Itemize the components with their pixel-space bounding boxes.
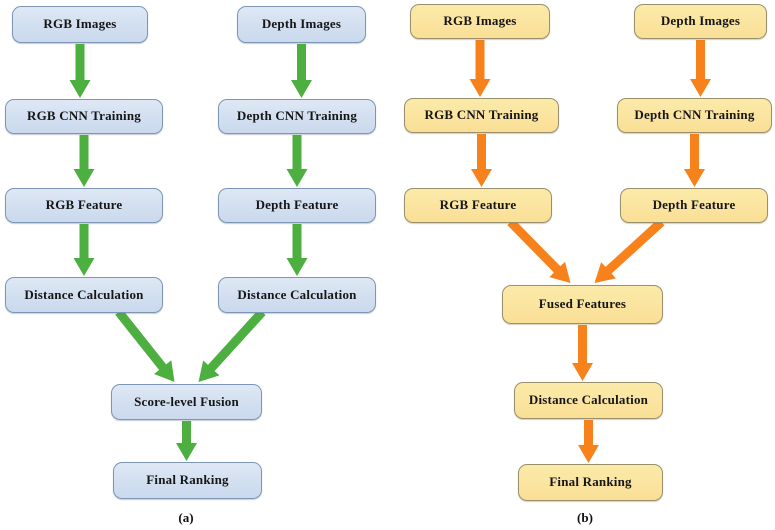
node-label: RGB CNN Training xyxy=(424,107,539,123)
node-label: Depth CNN Training xyxy=(236,108,358,124)
node-label: Final Ranking xyxy=(549,474,632,490)
arrow-a-dist-left-to-a-fusion xyxy=(115,309,175,382)
node-label: Depth Feature xyxy=(255,197,339,213)
arrow-a-depth-feature-to-a-dist-right xyxy=(286,224,308,276)
node-label: Distance Calculation xyxy=(237,286,357,302)
node-b-depth-cnn-training[interactable]: Depth CNN Training xyxy=(617,98,772,133)
arrow-b-depth-cnn-to-b-depth-feature xyxy=(684,134,705,187)
node-a-rgb-cnn-training[interactable]: RGB CNN Training xyxy=(5,99,163,134)
node-a-distance-calculation-right[interactable]: Distance Calculation xyxy=(218,277,376,313)
node-label: RGB CNN Training xyxy=(27,108,141,124)
node-b-distance-calculation[interactable]: Distance Calculation xyxy=(514,382,663,419)
node-b-depth-images[interactable]: Depth Images xyxy=(634,4,767,39)
node-b-depth-feature[interactable]: Depth Feature xyxy=(620,188,768,223)
node-a-distance-calculation-left[interactable]: Distance Calculation xyxy=(5,277,163,313)
arrow-a-rgb-feature-to-a-dist-left xyxy=(73,224,95,276)
node-a-rgb-images[interactable]: RGB Images xyxy=(12,6,148,43)
node-a-depth-cnn-training[interactable]: Depth CNN Training xyxy=(218,99,376,134)
node-label: Fused Features xyxy=(538,296,627,312)
node-a-final-ranking[interactable]: Final Ranking xyxy=(113,462,262,499)
node-label: RGB Feature xyxy=(439,197,517,213)
node-label: Depth Feature xyxy=(652,197,736,213)
arrow-b-dist-to-b-final xyxy=(578,420,599,463)
node-a-depth-images[interactable]: Depth Images xyxy=(237,6,366,43)
arrow-b-fused-to-b-dist xyxy=(572,325,593,381)
arrow-b-depth-images-to-b-depth-cnn xyxy=(690,40,711,97)
node-a-score-level-fusion[interactable]: Score-level Fusion xyxy=(111,384,262,420)
node-label: RGB Images xyxy=(443,13,517,29)
caption-b: (b) xyxy=(577,510,593,525)
arrow-b-rgb-feature-to-b-fused xyxy=(507,218,571,283)
arrow-a-depth-cnn-to-a-depth-feature xyxy=(286,135,308,187)
node-label: Depth Images xyxy=(261,16,342,32)
node-label: Score-level Fusion xyxy=(134,393,239,409)
node-a-rgb-feature[interactable]: RGB Feature xyxy=(5,188,163,223)
caption-a: (a) xyxy=(178,510,194,525)
node-label: RGB Feature xyxy=(45,197,123,213)
node-label: RGB Images xyxy=(43,16,117,32)
arrow-a-rgb-cnn-to-a-rgb-feature xyxy=(73,135,95,187)
node-label: Distance Calculation xyxy=(528,392,649,408)
node-b-final-ranking[interactable]: Final Ranking xyxy=(518,464,663,501)
arrow-b-rgb-images-to-b-rgb-cnn xyxy=(469,40,491,97)
node-b-fused-features[interactable]: Fused Features xyxy=(502,285,663,324)
node-b-rgb-images[interactable]: RGB Images xyxy=(410,4,550,39)
node-a-depth-feature[interactable]: Depth Feature xyxy=(218,188,376,223)
node-b-rgb-feature[interactable]: RGB Feature xyxy=(404,188,552,223)
arrow-b-depth-feature-to-b-fused xyxy=(594,218,665,283)
node-label: Distance Calculation xyxy=(24,286,144,302)
arrow-a-depth-images-to-a-depth-cnn xyxy=(291,44,312,98)
node-label: Depth Images xyxy=(660,13,741,29)
node-label: Final Ranking xyxy=(146,472,229,488)
arrow-a-rgb-images-to-a-rgb-cnn xyxy=(69,44,91,98)
arrow-b-rgb-cnn-to-b-rgb-feature xyxy=(471,134,492,187)
node-label: Depth CNN Training xyxy=(634,107,755,123)
node-b-rgb-cnn-training[interactable]: RGB CNN Training xyxy=(404,98,559,133)
arrow-a-fusion-to-a-final xyxy=(176,421,197,461)
arrow-a-dist-right-to-a-fusion xyxy=(198,308,266,382)
